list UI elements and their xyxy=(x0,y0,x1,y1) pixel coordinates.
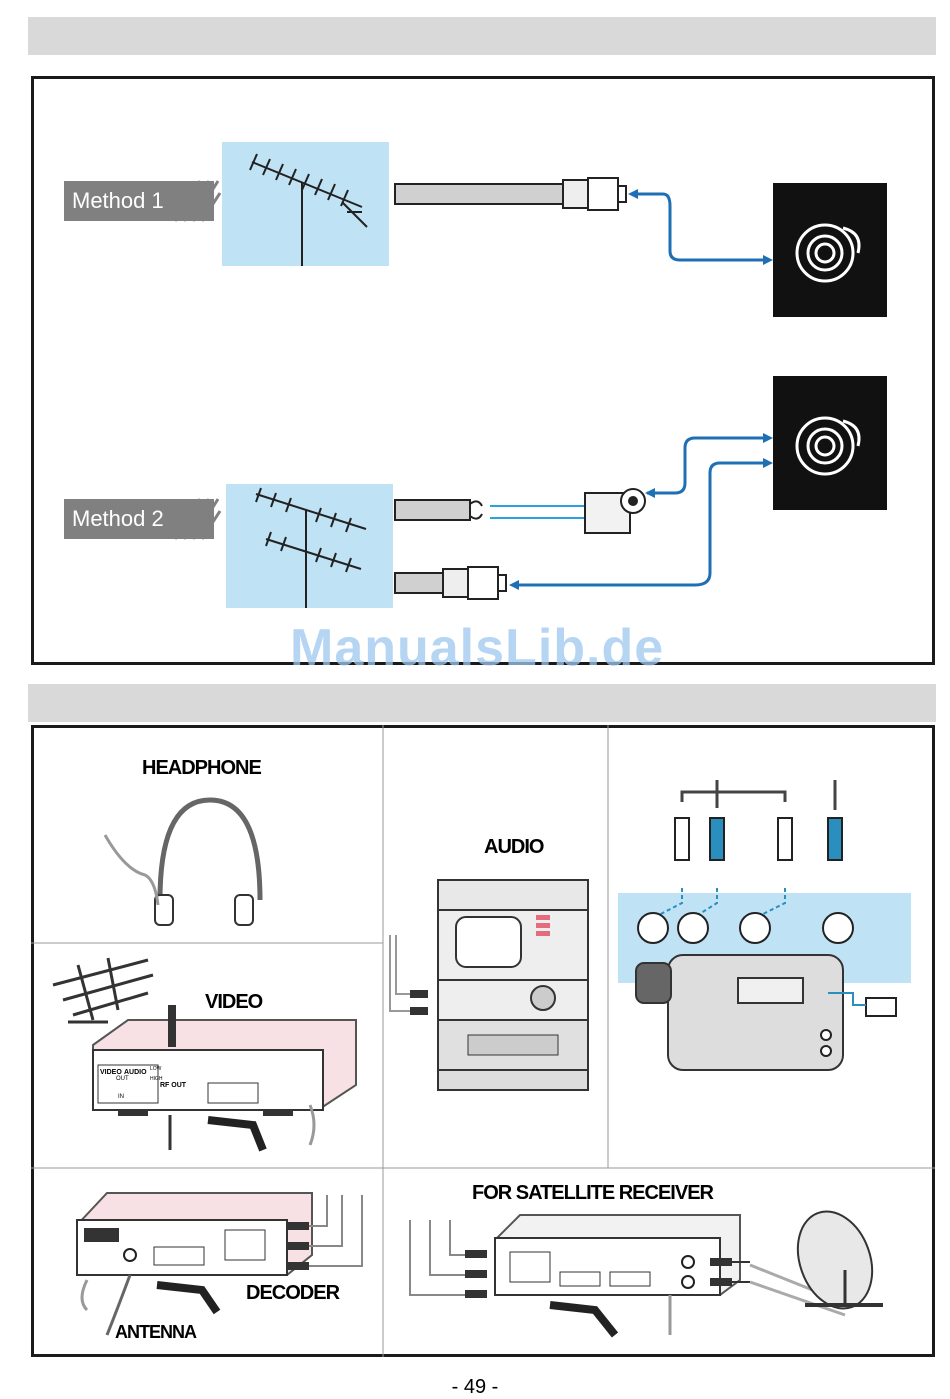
camcorder-cables xyxy=(660,780,860,890)
vcr-video-text: VIDEO xyxy=(100,1069,122,1076)
satellite-vcr-icon xyxy=(405,1210,885,1345)
vcr-low-text: LOW xyxy=(150,1066,161,1072)
page-number: - 49 - xyxy=(0,1376,950,1399)
vcr-rf-out-text: RF OUT xyxy=(160,1082,186,1089)
headphone-icon xyxy=(100,795,280,930)
method-1-cable xyxy=(395,176,775,266)
decoder-vcr-icon xyxy=(72,1190,382,1340)
audio-system-icon xyxy=(388,875,593,1095)
camcorder-icon xyxy=(618,893,911,1083)
method-1-text: Method 1 xyxy=(72,188,164,213)
headphone-label: HEADPHONE xyxy=(142,757,261,780)
method-1-socket-icon xyxy=(773,183,887,317)
section-header-bar-connections xyxy=(28,684,936,722)
vcr-in-text: IN xyxy=(118,1094,124,1100)
section-header-bar-antenna xyxy=(28,17,936,55)
vcr-out-text: OUT xyxy=(116,1076,129,1082)
method-2-text: Method 2 xyxy=(72,506,164,531)
antenna-label: ANTENNA xyxy=(115,1322,196,1343)
method-1-stripes xyxy=(170,181,220,221)
method-2-antenna-icon xyxy=(226,484,393,608)
method-2-socket-icon xyxy=(773,376,887,510)
satellite-receiver-label: FOR SATELLITE RECEIVER xyxy=(472,1182,713,1205)
decoder-label: DECODER xyxy=(246,1282,339,1305)
method-2-cables xyxy=(395,428,775,598)
method-2-stripes xyxy=(170,499,220,539)
method-1-antenna-icon xyxy=(222,142,389,266)
audio-label: AUDIO xyxy=(484,836,543,859)
vcr-audio-text: AUDIO xyxy=(124,1069,147,1076)
watermark: ManualsLib.de xyxy=(290,618,664,678)
